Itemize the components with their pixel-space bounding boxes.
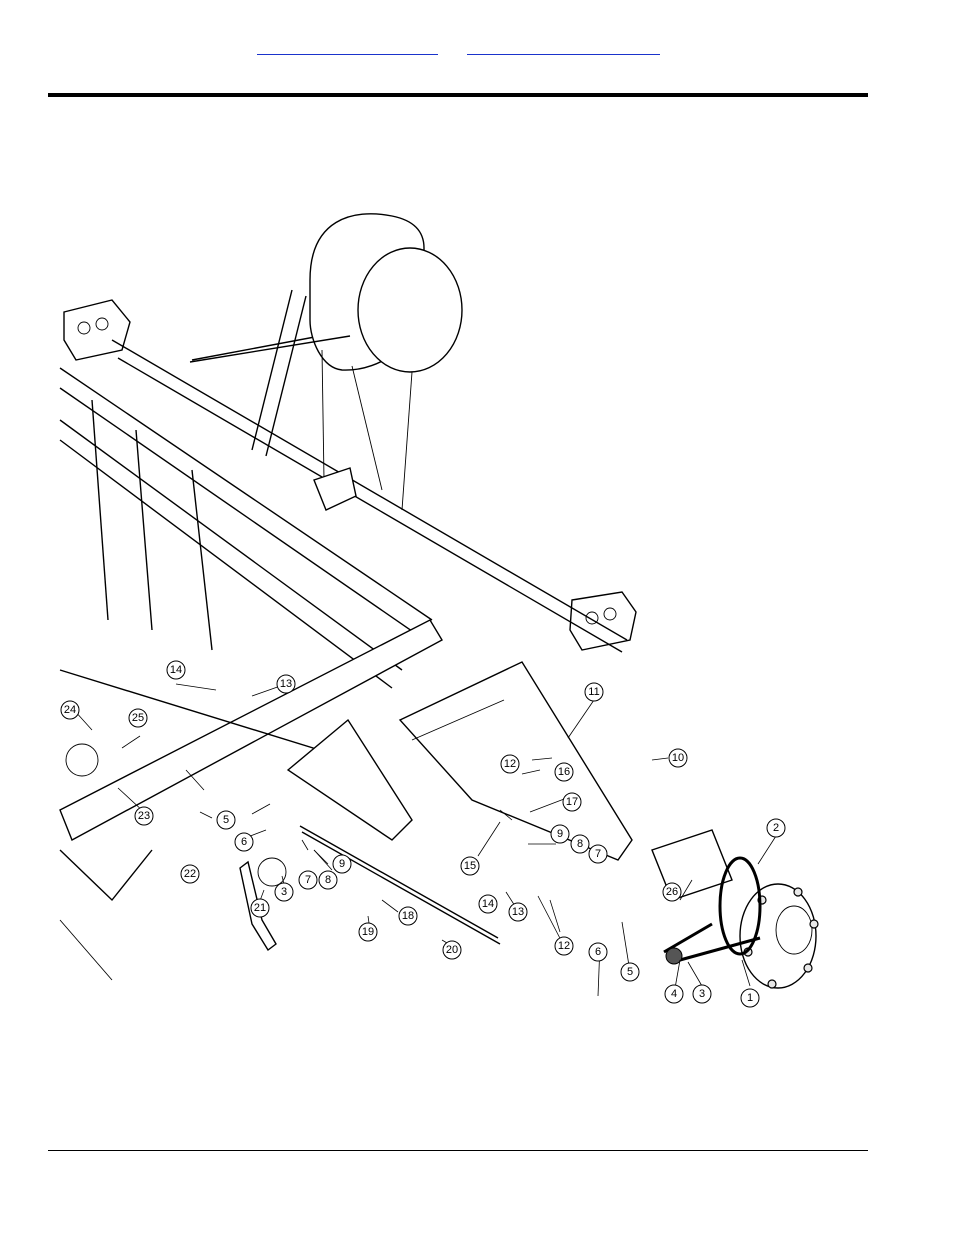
svg-text:8: 8 — [577, 838, 583, 850]
callout-23: 23 — [134, 806, 154, 826]
callout-9: 9 — [550, 824, 570, 844]
header-link-right[interactable] — [467, 40, 660, 55]
callout-17: 17 — [562, 792, 582, 812]
svg-text:3: 3 — [281, 886, 287, 898]
callout-12: 12 — [554, 936, 574, 956]
svg-text:21: 21 — [254, 902, 266, 914]
callout-11: 11 — [584, 682, 604, 702]
callout-13: 13 — [508, 902, 528, 922]
svg-text:4: 4 — [671, 988, 677, 1000]
svg-text:8: 8 — [325, 874, 331, 886]
svg-text:5: 5 — [627, 966, 633, 978]
svg-text:16: 16 — [558, 766, 570, 778]
callout-7: 7 — [588, 844, 608, 864]
callout-14: 14 — [478, 894, 498, 914]
callout-8: 8 — [570, 834, 590, 854]
callout-6: 6 — [234, 832, 254, 852]
callout-21: 21 — [250, 898, 270, 918]
svg-text:13: 13 — [280, 678, 292, 690]
callout-16: 16 — [554, 762, 574, 782]
svg-text:1: 1 — [747, 992, 753, 1004]
svg-text:26: 26 — [666, 886, 678, 898]
svg-text:25: 25 — [132, 712, 144, 724]
svg-text:10: 10 — [672, 752, 684, 764]
callout-15: 15 — [460, 856, 480, 876]
callout-20: 20 — [442, 940, 462, 960]
svg-text:7: 7 — [595, 848, 601, 860]
svg-text:12: 12 — [558, 940, 570, 952]
svg-text:12: 12 — [504, 758, 516, 770]
svg-text:11: 11 — [588, 686, 599, 698]
svg-text:6: 6 — [595, 946, 601, 958]
svg-text:7: 7 — [305, 874, 311, 886]
svg-text:18: 18 — [402, 910, 414, 922]
svg-text:9: 9 — [339, 858, 345, 870]
callout-24: 24 — [60, 700, 80, 720]
svg-text:6: 6 — [241, 836, 247, 848]
svg-text:13: 13 — [512, 906, 524, 918]
callout-22: 22 — [180, 864, 200, 884]
svg-text:15: 15 — [464, 860, 476, 872]
svg-text:14: 14 — [482, 898, 494, 910]
header-link-left[interactable] — [257, 40, 438, 55]
frame-linework — [59, 213, 819, 989]
callout-3: 3 — [692, 984, 712, 1004]
callouts: 1 2 3 3 4 5 5 6 6 7 7 8 8 9 9 10 11 12 1… — [60, 660, 786, 1008]
svg-text:9: 9 — [557, 828, 563, 840]
svg-text:24: 24 — [64, 704, 76, 716]
parts-drawing-svg: 1 2 3 3 4 5 5 6 6 7 7 8 8 9 9 10 11 12 1… — [59, 213, 819, 1008]
callout-3: 3 — [274, 882, 294, 902]
callout-4: 4 — [664, 984, 684, 1004]
svg-text:22: 22 — [184, 868, 196, 880]
callout-26: 26 — [662, 882, 682, 902]
callout-19: 19 — [358, 922, 378, 942]
top-rule — [48, 93, 868, 97]
svg-text:19: 19 — [362, 926, 374, 938]
callout-6: 6 — [588, 942, 608, 962]
callout-5: 5 — [216, 810, 236, 830]
svg-text:17: 17 — [566, 796, 578, 808]
svg-text:14: 14 — [170, 664, 182, 676]
callout-18: 18 — [398, 906, 418, 926]
svg-text:5: 5 — [223, 814, 229, 826]
callout-8: 8 — [318, 870, 338, 890]
callout-14: 14 — [166, 660, 186, 680]
callout-13: 13 — [276, 674, 296, 694]
bottom-rule — [48, 1150, 868, 1151]
callout-2: 2 — [766, 818, 786, 838]
callout-9: 9 — [332, 854, 352, 874]
svg-text:20: 20 — [446, 944, 458, 956]
callout-7: 7 — [298, 870, 318, 890]
callout-12: 12 — [500, 754, 520, 774]
callout-25: 25 — [128, 708, 148, 728]
callout-1: 1 — [740, 988, 760, 1008]
exploded-parts-drawing: 1 2 3 3 4 5 5 6 6 7 7 8 8 9 9 10 11 12 1… — [52, 200, 828, 1015]
svg-text:2: 2 — [773, 822, 779, 834]
svg-text:3: 3 — [699, 988, 705, 1000]
callout-10: 10 — [668, 748, 688, 768]
svg-text:23: 23 — [138, 810, 150, 822]
callout-5: 5 — [620, 962, 640, 982]
